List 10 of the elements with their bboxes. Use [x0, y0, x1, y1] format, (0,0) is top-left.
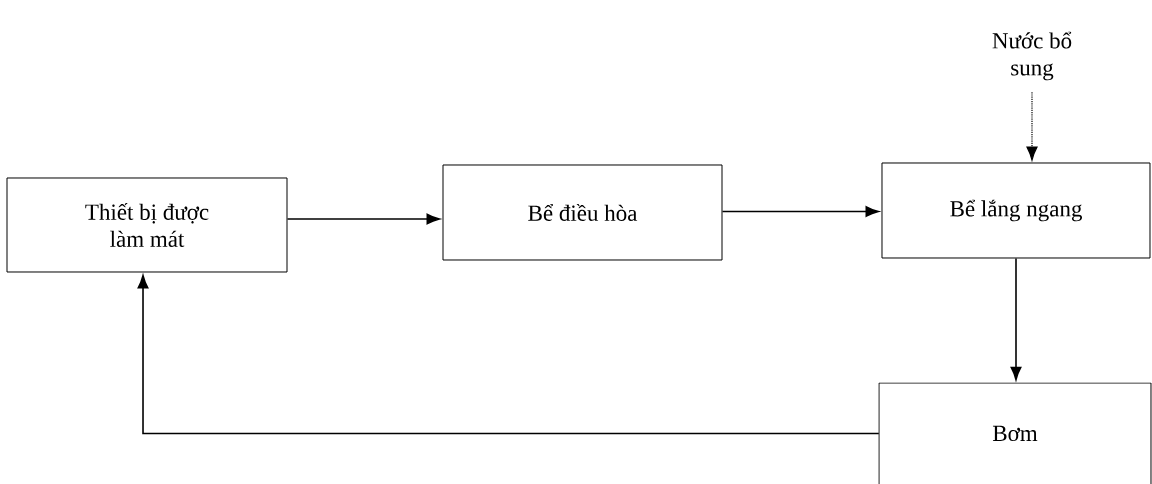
process-box: Bể điều hòa — [442, 164, 723, 261]
arrow — [286, 213, 440, 225]
text-label: Nước bổ sung — [992, 31, 1072, 81]
process-box: Bơm — [878, 382, 1152, 484]
arrow — [137, 274, 880, 435]
arrow — [1010, 257, 1022, 381]
process-box: Thiết bị được làm mát — [6, 177, 288, 273]
arrow — [721, 206, 879, 217]
process-box: Bể lắng ngang — [881, 162, 1151, 259]
arrow — [1026, 91, 1038, 161]
